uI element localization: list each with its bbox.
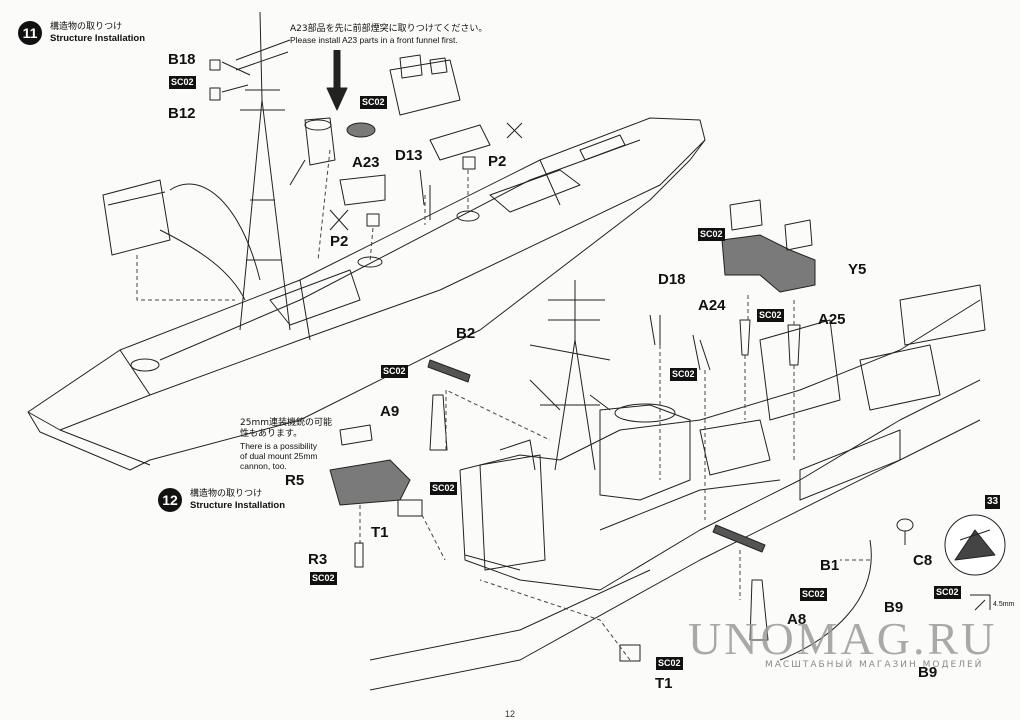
paint-code-r5: SC02 bbox=[430, 482, 457, 495]
step-11-title-jp: 構造物の取りつけ bbox=[50, 22, 123, 32]
step-11-title-en: Structure Installation bbox=[50, 33, 146, 44]
watermark-subtitle: МАСШТАБНЫЙ МАГАЗИН МОДЕЛЕЙ bbox=[765, 660, 984, 670]
part-label-r5: R5 bbox=[285, 472, 305, 489]
part-label-a8: A8 bbox=[787, 611, 807, 628]
step-11-badge: 11 bbox=[18, 21, 42, 45]
step-12-title-en: Structure Installation bbox=[190, 500, 286, 511]
part-label-y5: Y5 bbox=[848, 261, 867, 278]
inset-measure: 4.5mm bbox=[993, 601, 1015, 608]
paint-code-b18: SC02 bbox=[169, 76, 196, 89]
mast-upper-drawing bbox=[221, 11, 291, 331]
paint-code-a23: SC02 bbox=[360, 96, 387, 109]
step-11-note-jp: A23部品を先に前部煙突に取りつけてください。 bbox=[290, 24, 488, 34]
part-label-a9: A9 bbox=[380, 403, 400, 420]
mast-lower-drawing bbox=[529, 280, 611, 471]
part-label-a24: A24 bbox=[698, 297, 726, 314]
part-label-b1: B1 bbox=[820, 557, 840, 574]
part-label-r3: R3 bbox=[308, 551, 328, 568]
paint-code-b2: SC02 bbox=[381, 365, 408, 378]
hull-upper-drawing bbox=[27, 117, 706, 471]
part-label-b9-bottom: B9 bbox=[918, 664, 938, 681]
step-12-note-en-2: of dual mount 25mm bbox=[240, 451, 318, 461]
step-12-badge: 12 bbox=[158, 488, 182, 512]
step-12-note-jp-2: 性もあります。 bbox=[240, 429, 303, 439]
part-label-p2-low: P2 bbox=[330, 233, 349, 250]
watermark-title: UNOMAG.RU bbox=[688, 613, 998, 664]
part-label-b2: B2 bbox=[456, 325, 476, 342]
paint-code-t1: SC02 bbox=[656, 657, 683, 670]
part-label-t1-top: T1 bbox=[371, 524, 389, 541]
part-label-c8: C8 bbox=[913, 552, 933, 569]
part-label-d18: D18 bbox=[658, 271, 686, 288]
part-label-a25: A25 bbox=[818, 311, 846, 328]
paint-code-inset: SC02 bbox=[934, 586, 961, 599]
part-label-b18: B18 bbox=[168, 51, 196, 68]
step-12-note-en-3: cannon, too. bbox=[240, 461, 287, 471]
paint-code-b1: SC02 bbox=[800, 588, 827, 601]
paint-code-r3: SC02 bbox=[310, 572, 337, 585]
paint-code-a24: SC02 bbox=[757, 309, 784, 322]
step-12-note-jp-1: 25mm連装機銃の可能 bbox=[240, 418, 332, 428]
page-number: 12 bbox=[505, 709, 516, 719]
step-12-title-jp: 構造物の取りつけ bbox=[190, 489, 263, 499]
paint-code-d18: SC02 bbox=[670, 368, 697, 381]
part-label-p2-top: P2 bbox=[488, 153, 507, 170]
part-label-t1-bottom: T1 bbox=[655, 675, 673, 692]
part-label-d13: D13 bbox=[395, 147, 423, 164]
part-label-a23: A23 bbox=[352, 154, 380, 171]
bridge-funnel-upper-drawing bbox=[102, 54, 491, 301]
step-11-note-en: Please install A23 parts in a front funn… bbox=[290, 35, 458, 45]
step-12-note-en-1: There is a possibility bbox=[240, 441, 318, 451]
inset-number-badge: 33 bbox=[985, 495, 1001, 509]
part-label-b12: B12 bbox=[168, 105, 196, 122]
paint-code-y5: SC02 bbox=[698, 228, 725, 241]
part-label-b9-top: B9 bbox=[884, 599, 904, 616]
